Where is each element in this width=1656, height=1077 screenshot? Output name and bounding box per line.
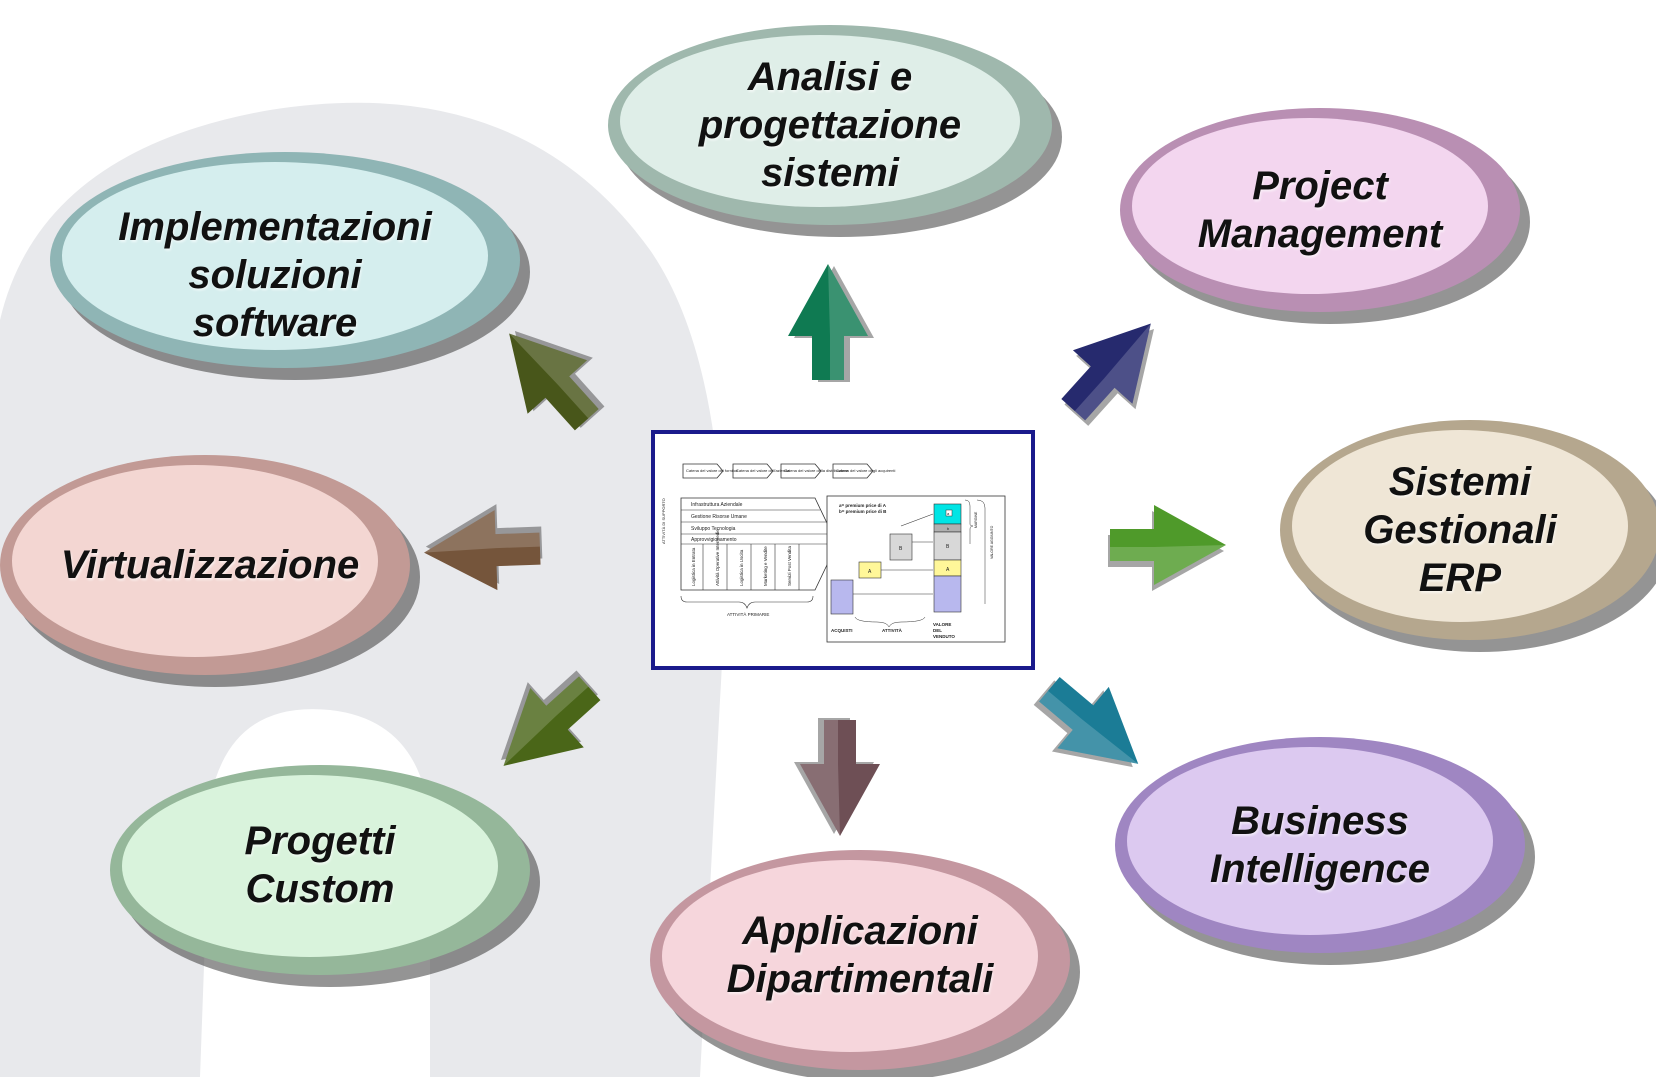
- node-business-intelligence-label: Business Intelligence: [1209, 799, 1431, 891]
- chain-label-2: Catena del valore dell'azienda: [736, 468, 790, 473]
- support-3: Sviluppo Tecnologia: [691, 526, 736, 532]
- chain-label-4: Catena del valore degli acquirenti: [836, 468, 895, 473]
- node-virtualizzazione-label: Virtualizzazione: [60, 543, 360, 587]
- col-attivita: ATTIVITÀ: [882, 627, 903, 633]
- box-b-mid: B: [899, 546, 903, 552]
- margin-label: MARGINE: [974, 511, 978, 528]
- primary-label: ATTIVITÀ PRIMARIE: [727, 611, 769, 617]
- arrow-to-project: [1061, 323, 1154, 426]
- porter-value-chain: Infrastruttura Aziendale Gestione Risors…: [661, 497, 838, 617]
- support-4: Approvvigionamento: [691, 537, 737, 543]
- arrow-to-sistemi: [1108, 505, 1226, 591]
- node-project-ellipse: [1120, 108, 1530, 324]
- support-2: Gestione Risorse Umane: [691, 514, 747, 520]
- primary-5: Servizi Post Vendita: [787, 545, 792, 586]
- node-analisi-ellipse: [608, 25, 1062, 237]
- node-virtualizzazione-ellipse: [0, 455, 420, 687]
- node-applicazioni-ellipse: [650, 850, 1080, 1077]
- col-valore-1: VALORE: [933, 622, 951, 627]
- box-a-mid: A: [868, 569, 872, 575]
- col-acquisti: ACQUISTI: [831, 628, 853, 633]
- node-implementazioni-ellipse: [50, 152, 530, 380]
- arrow-to-analisi: [788, 264, 874, 382]
- premium-a: a= premium price di A: [839, 503, 887, 508]
- node-progetti-ellipse: [110, 765, 540, 987]
- node-project-management-label: Project Management: [1197, 164, 1443, 256]
- col-valore-2: DEL: [933, 628, 942, 633]
- chain-row: Catena del valore dei fornitori Catena d…: [682, 463, 895, 479]
- primary-3: Logistica in Uscita: [739, 549, 744, 586]
- arrow-to-business: [1033, 677, 1139, 768]
- primary-4: Marketing e Vendite: [763, 546, 768, 586]
- node-business-ellipse: [1115, 737, 1535, 965]
- node-sistemi-ellipse: [1280, 420, 1656, 652]
- value-added-label: VALORE AGGIUNTO: [990, 525, 994, 559]
- node-analisi-label: Analisi e progettazione sistemi: [698, 55, 962, 195]
- box-a-right: A: [946, 567, 950, 573]
- chain-label-1: Catena del valore dei fornitori: [686, 468, 738, 473]
- chain-label-3: Catena del valore della distribuzione: [784, 468, 849, 473]
- node-sistemi-gestionali-label: Sistemi Gestionali ERP: [1363, 460, 1557, 600]
- node-progetti-custom-label: Progetti Custom: [244, 819, 396, 911]
- arrow-to-implementazioni: [509, 330, 605, 431]
- premium-b: b= premium price di B: [839, 509, 887, 514]
- node-applicazioni-label: Applicazioni Dipartimentali: [726, 909, 994, 1001]
- value-chain-diagram: Catena del valore dei fornitori Catena d…: [661, 463, 1006, 643]
- arrow-to-virtualizzazione: [424, 504, 543, 591]
- box-b-right: B: [946, 544, 950, 550]
- col-valore-3: VENDUTO: [933, 634, 955, 639]
- node-implementazioni-label: Implementazioni soluzioni software: [118, 205, 432, 345]
- value-chain-image: Catena del valore dei fornitori Catena d…: [651, 430, 1035, 670]
- arrow-to-progetti: [500, 670, 601, 766]
- primary-2: Attività Operative Intermedie: [715, 529, 720, 586]
- box-b-small: b: [947, 526, 950, 531]
- primary-1: Logistica in Entrata: [691, 547, 696, 586]
- value-added-panel: a= premium price di A b= premium price d…: [826, 495, 1006, 643]
- box-a-small: a: [947, 511, 950, 516]
- arrow-to-applicazioni: [794, 718, 880, 836]
- support-side-label: ATTIVITÀ DI SUPPORTO: [661, 498, 666, 544]
- support-1: Infrastruttura Aziendale: [691, 502, 743, 508]
